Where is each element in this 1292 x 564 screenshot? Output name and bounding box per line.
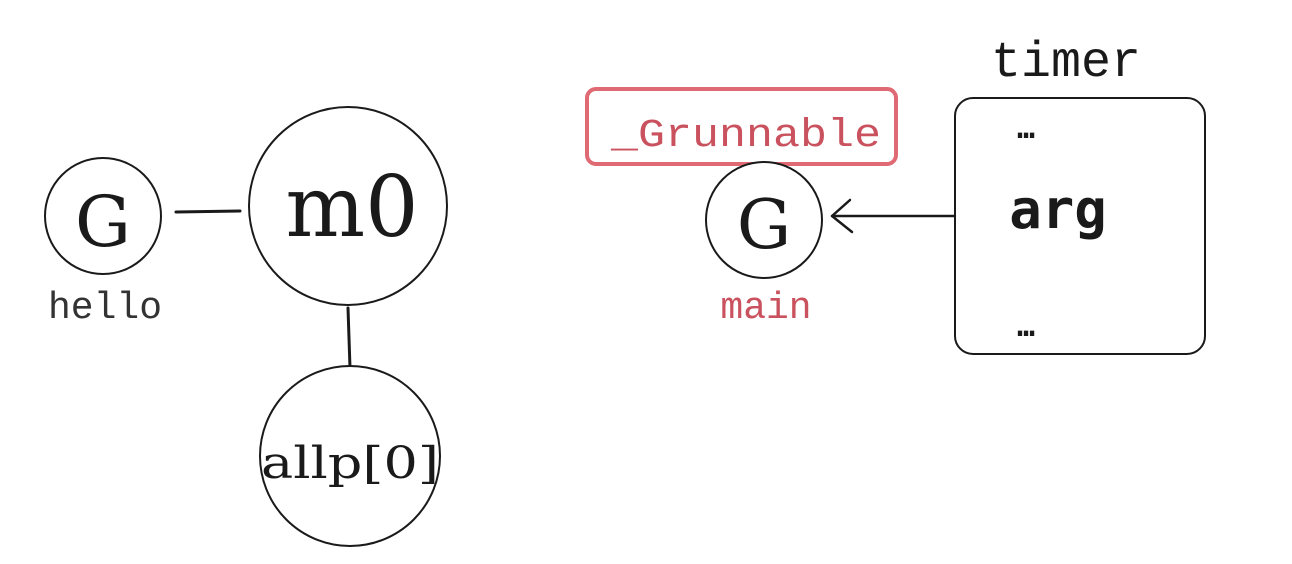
m0-node-label: m0 xyxy=(285,158,418,256)
g-node-hello: G hello xyxy=(44,157,162,330)
g-m0-connector xyxy=(174,209,242,214)
allp-node-label: allp[0] xyxy=(261,438,439,489)
timer-field-top-ellipsis: … xyxy=(1017,111,1035,146)
right-group: _Grunnable G main timer … arg … xyxy=(585,35,1206,355)
timer-field-arg: arg xyxy=(1009,178,1107,241)
timer-field-bottom-ellipsis: … xyxy=(1017,309,1035,344)
g-node-hello-caption: hello xyxy=(48,287,162,330)
g-node-hello-label: G xyxy=(75,181,131,263)
g-node-hello-circle xyxy=(44,157,162,275)
grunnable-queue: _Grunnable xyxy=(585,87,898,166)
left-group: G hello m0 allp[0] xyxy=(44,106,448,547)
allp-node-circle xyxy=(259,365,441,547)
g-node-main-label: G xyxy=(737,186,791,265)
timer-struct: timer … arg … xyxy=(954,35,1206,355)
m0-node-circle xyxy=(248,106,448,306)
arrow-head xyxy=(830,198,854,234)
g-node-main-circle xyxy=(705,161,823,279)
g-node-main: G main xyxy=(705,161,823,330)
grunnable-label: _Grunnable xyxy=(610,114,881,159)
grunnable-highlight-box xyxy=(585,87,898,166)
allp-node: allp[0] xyxy=(259,365,441,547)
timer-box xyxy=(954,97,1206,355)
m0-node: m0 xyxy=(248,106,448,306)
m0-allp-connector xyxy=(346,306,352,370)
timer-title: timer xyxy=(991,35,1141,92)
g-node-main-caption: main xyxy=(720,287,811,330)
